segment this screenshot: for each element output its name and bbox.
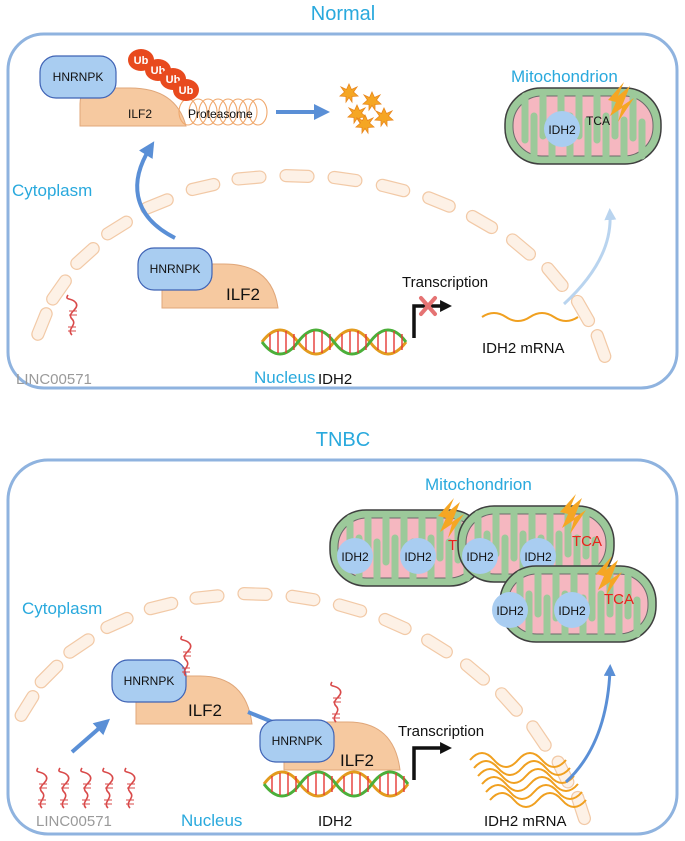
normal-hnrnpk-nuclear-label: HNRNPK	[150, 262, 201, 276]
blocked-x-icon	[419, 296, 437, 316]
normal-hnrnpk-top-label: HNRNPK	[53, 70, 104, 84]
normal-nucleus-label: Nucleus	[254, 368, 315, 387]
tnbc-lncrna-label: LINC00571	[36, 813, 112, 830]
normal-translation-arrow	[562, 208, 617, 306]
svg-text:IDH2: IDH2	[558, 604, 586, 618]
tnbc-cytoplasm-label: Cytoplasm	[22, 599, 102, 618]
tnbc-mitochondrion-label: Mitochondrion	[425, 475, 532, 494]
tnbc-ilf2-2-label: ILF2	[340, 751, 374, 770]
normal-hnrnpk-top	[39, 55, 117, 99]
svg-text:IDH2: IDH2	[404, 550, 432, 564]
tnbc-nuclear-envelope	[14, 587, 591, 826]
svg-text:IDH2: IDH2	[496, 604, 524, 618]
svg-text:IDH2: IDH2	[466, 550, 494, 564]
normal-mrna-label: IDH2 mRNA	[482, 340, 565, 357]
tnbc-mitochondrion-2-icon: IDH2 IDH2 TCA	[458, 494, 614, 582]
tnbc-translation-arrow	[564, 664, 616, 784]
normal-mrna-icon	[481, 312, 579, 322]
tnbc-hnrnpk-1	[111, 659, 187, 703]
normal-ilf2-top-label: ILF2	[128, 107, 152, 121]
tnbc-mrna-bundle-icon	[469, 752, 587, 808]
svg-text:TCA: TCA	[604, 591, 634, 608]
tnbc-hnrnpk-2-label: HNRNPK	[272, 734, 323, 748]
tnbc-hnrnpk-2	[259, 719, 335, 763]
normal-hnrnpk-nuclear	[137, 247, 213, 291]
svg-text:TCA: TCA	[572, 533, 602, 550]
degraded-fragments-icon	[339, 83, 394, 134]
tnbc-nucleus-label: Nucleus	[181, 811, 242, 830]
normal-lncrna-label: LINC00571	[16, 371, 92, 388]
normal-cytoplasm-label: Cytoplasm	[12, 181, 92, 200]
tnbc-transcription-label: Transcription	[398, 723, 484, 740]
tnbc-mitochondrion-3-icon: IDH2 IDH2 TCA	[492, 556, 656, 642]
normal-cell-outline	[6, 32, 679, 390]
tnbc-transcription-arrow	[412, 742, 452, 780]
svg-text:Ub: Ub	[134, 55, 149, 67]
svg-text:Ub: Ub	[179, 85, 194, 97]
svg-text:IDH2: IDH2	[341, 550, 369, 564]
normal-mitochondrion-icon: IDH2 TCA	[505, 82, 661, 164]
normal-idh2-label: IDH2	[548, 123, 576, 137]
normal-title: Normal	[311, 3, 375, 25]
tnbc-ilf2-1-label: ILF2	[188, 701, 222, 720]
proteasome-label: Proteasome	[188, 107, 253, 121]
svg-text:IDH2: IDH2	[524, 550, 552, 564]
normal-ilf2-nuclear-label: ILF2	[226, 285, 260, 304]
tnbc-binding-arrow	[70, 718, 111, 754]
tnbc-dna-helix	[262, 770, 410, 798]
tnbc-lncrna-cluster-icon	[36, 767, 136, 809]
tnbc-complex-2: HNRNPK ILF2	[259, 681, 401, 771]
normal-transcription-arrow	[412, 300, 452, 338]
normal-transcription-label: Transcription	[402, 274, 488, 291]
normal-dna-helix	[260, 328, 408, 356]
ubiquitin-chain: Ub Ub Ub Ub	[128, 49, 199, 101]
tnbc-complex-1: HNRNPK ILF2	[111, 635, 253, 725]
normal-lncrna-icon	[66, 294, 78, 336]
normal-nuclear-envelope	[31, 169, 612, 363]
tnbc-hnrnpk-1-label: HNRNPK	[124, 674, 175, 688]
nuclear-export-arrow	[135, 141, 176, 240]
normal-gene-label: IDH2	[318, 371, 352, 388]
tnbc-mrna-label: IDH2 mRNA	[484, 813, 567, 830]
tnbc-cell-outline	[6, 458, 679, 836]
tnbc-gene-label: IDH2	[318, 813, 352, 830]
normal-nuclear-complex: HNRNPK ILF2	[137, 247, 279, 309]
tnbc-title: TNBC	[316, 429, 370, 451]
normal-mitochondrion-label: Mitochondrion	[511, 67, 618, 86]
normal-tca-label: TCA	[586, 114, 610, 128]
proteasome-icon	[178, 98, 268, 126]
tnbc-bound-lncrna-2-icon	[330, 681, 342, 723]
normal-ubiquitinated-complex: HNRNPK ILF2 Proteasome Ub Ub Ub Ub	[39, 49, 268, 127]
